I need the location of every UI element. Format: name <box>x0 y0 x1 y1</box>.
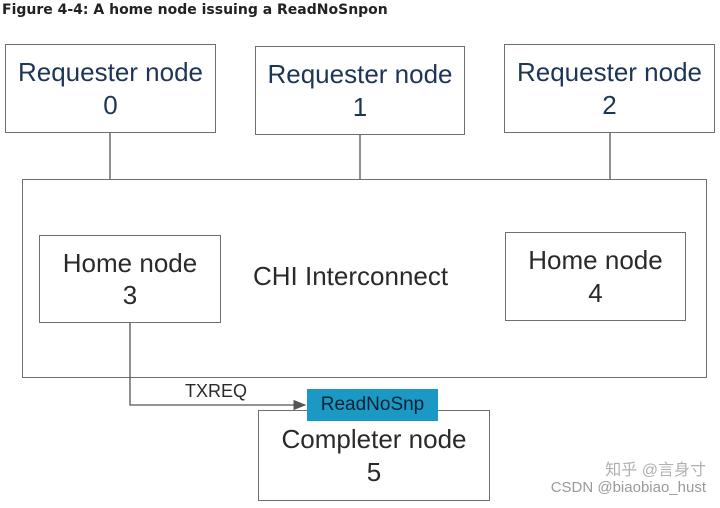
requester-node-number: 0 <box>103 89 118 120</box>
watermark: 知乎 @言身寸 CSDN @biaobiao_hust <box>551 462 706 496</box>
interconnect-label: CHI Interconnect <box>253 261 449 291</box>
figure-title: Figure 4-4: A home node issuing a ReadNo… <box>2 2 388 18</box>
requester-node-number: 1 <box>352 91 368 122</box>
requester-node-1: Requester node 1 <box>255 46 465 135</box>
home-node-label: Home node <box>528 245 663 275</box>
txreq-channel-label: TXREQ <box>185 381 248 401</box>
watermark-line-1: 知乎 @言身寸 <box>605 461 706 479</box>
home-node-4: Home node 4 <box>505 232 686 321</box>
readnosnp-message-tag: ReadNoSnp <box>307 389 438 421</box>
home-node-3: Home node 3 <box>39 235 221 323</box>
requester-node-label: Requester node <box>516 57 703 87</box>
completer-node-label: Completer node <box>281 424 467 454</box>
home-node-label: Home node <box>62 247 198 278</box>
requester-node-number: 2 <box>602 89 617 120</box>
requester-node-label: Requester node <box>267 59 453 89</box>
requester-node-2: Requester node 2 <box>504 44 715 133</box>
requester-node-label: Requester node <box>17 57 204 87</box>
txreq-arrow <box>129 323 307 411</box>
watermark-line-2: CSDN @biaobiao_hust <box>550 478 706 496</box>
completer-node-number: 5 <box>366 456 382 487</box>
home-node-number: 3 <box>122 280 138 310</box>
requester-node-0: Requester node 0 <box>5 44 216 133</box>
completer-node-5: Completer node 5 <box>258 410 490 501</box>
home-node-number: 4 <box>588 277 603 308</box>
